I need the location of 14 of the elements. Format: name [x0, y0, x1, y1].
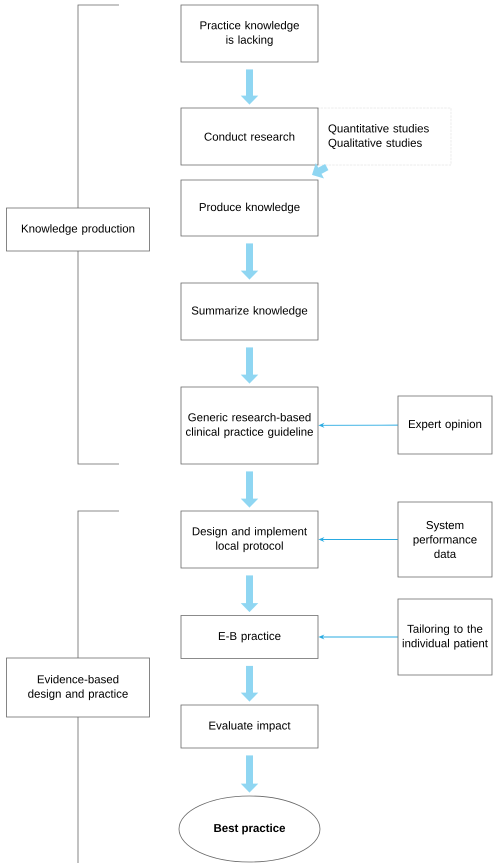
process-box: Generic research-based clinical practice guideline — [180, 386, 318, 464]
process-box: Evaluate impact — [180, 704, 318, 748]
section-label-box: Knowledge production — [6, 208, 150, 252]
study-types-box: Quantitative studies Qualitative studies — [318, 108, 452, 166]
process-box: Practice knowledge is lacking — [180, 4, 318, 62]
process-box: Produce knowledge — [180, 180, 318, 236]
process-box: Design and implement local protocol — [180, 510, 318, 568]
process-box: E-B practice — [180, 615, 318, 659]
process-box: Summarize knowledge — [180, 282, 318, 340]
input-box: Tailoring to the individual patient — [398, 598, 492, 676]
input-box: Expert opinion — [398, 396, 492, 454]
process-box: Conduct research — [180, 108, 318, 166]
section-label-box: Evidence-based design and practice — [6, 658, 150, 718]
input-box: System performance data — [398, 502, 492, 578]
